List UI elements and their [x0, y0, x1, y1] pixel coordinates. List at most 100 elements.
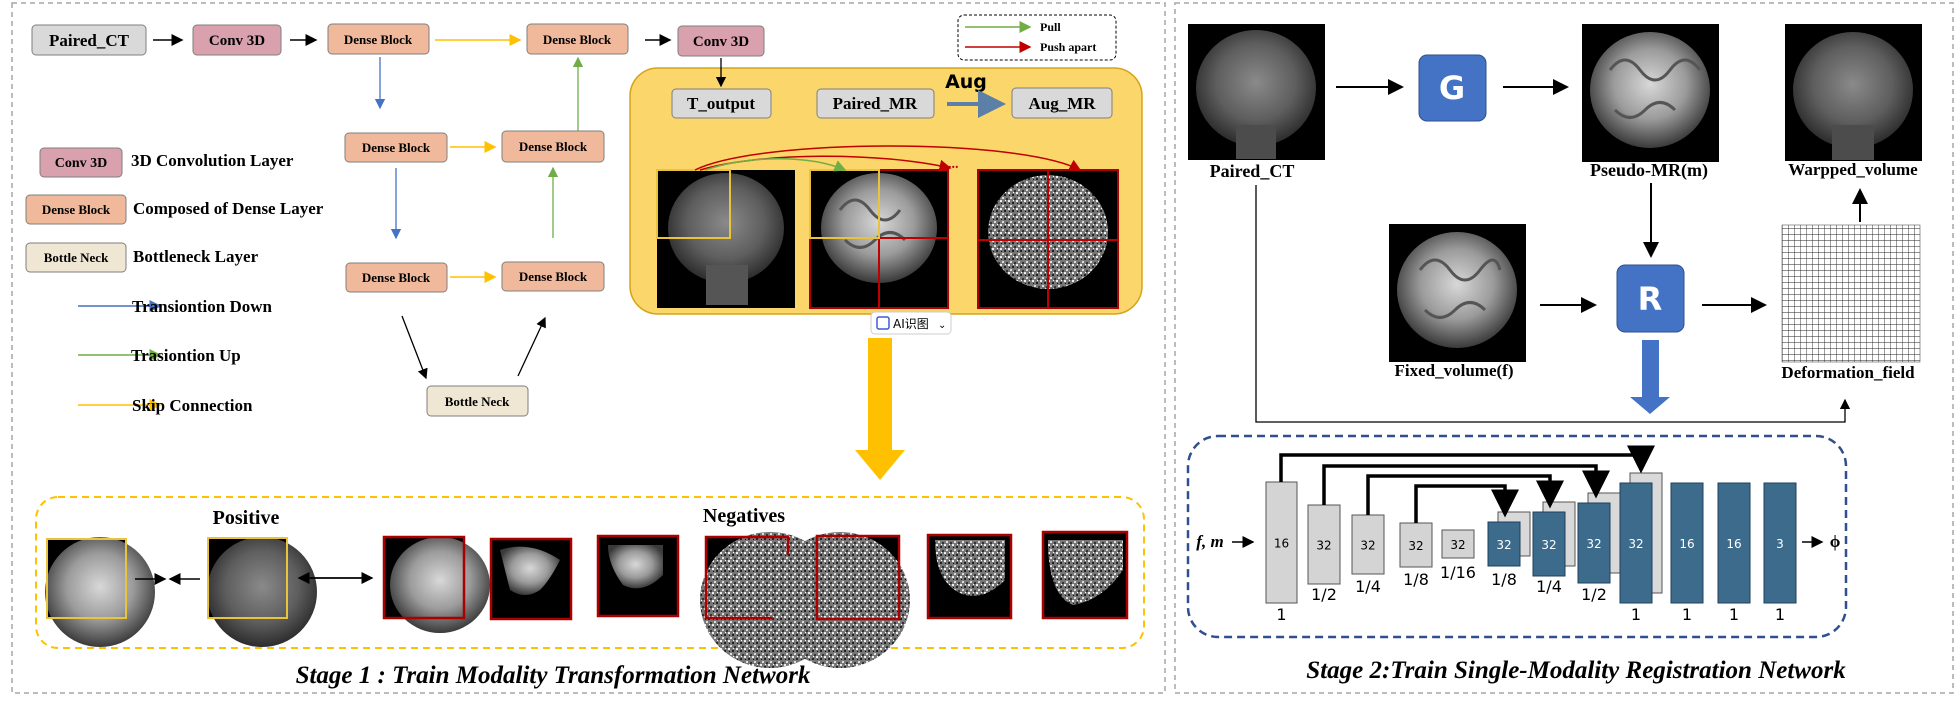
unet-scale-label: 1 — [1276, 605, 1286, 624]
warpped-volume-label: Warpped_volume — [1788, 160, 1918, 179]
legend-bottle-swatch-label: Bottle Neck — [44, 250, 109, 265]
unet-skip-connection — [1322, 464, 1610, 505]
ct-to-warp-path — [1255, 185, 1851, 423]
ai-scan-icon — [876, 316, 890, 330]
negative-patch-2 — [489, 537, 573, 621]
paired-mr-label: Paired_MR — [833, 94, 918, 113]
dense-block-5-label: Dense Block — [362, 270, 431, 285]
unet-channel-label: 32 — [1496, 538, 1511, 552]
unet-scale-label: 1 — [1682, 605, 1692, 624]
dense-block-6-label: Dense Block — [519, 269, 588, 284]
conv3d-box-2 — [677, 25, 765, 57]
arrow — [401, 315, 428, 380]
push-apart-label: Push apart — [1040, 40, 1096, 54]
unet-channel-label: 16 — [1679, 537, 1694, 551]
stage2-paired-ct-label: Paired_CT — [1210, 161, 1295, 181]
registration-label: R — [1638, 280, 1663, 318]
conv3d-label-2: Conv 3D — [693, 34, 749, 50]
negative-patch-6 — [926, 533, 1013, 620]
conv3d-label-1: Conv 3D — [209, 33, 265, 49]
unet-layer-block — [1577, 502, 1611, 584]
unet-channel-label: 32 — [1408, 539, 1423, 553]
unet-layer-block — [1307, 504, 1341, 585]
legend-dense-text: Composed of Dense Layer — [133, 199, 324, 218]
positive-label: Positive — [213, 507, 280, 529]
unet-scale-label: 1/8 — [1403, 570, 1429, 589]
legend-conv-swatch — [39, 147, 123, 178]
unet-channel-label: 32 — [1541, 538, 1556, 552]
stage1-paired-ct-box — [31, 24, 147, 56]
legend-dense-swatch-label: Dense Block — [42, 202, 111, 217]
aug-mr-box — [1011, 87, 1113, 119]
unet-channel-label: 32 — [1628, 537, 1643, 551]
dense-block-2-label: Dense Block — [543, 32, 612, 47]
unet-layer-block — [1532, 511, 1566, 577]
positive-mr-patch — [207, 537, 317, 647]
ct-brain-image — [656, 169, 795, 308]
unet-layer-block — [1717, 482, 1751, 604]
dense-block-4 — [501, 130, 605, 163]
unet-layer-block — [1670, 482, 1704, 604]
aug-mr-brain-image — [977, 169, 1119, 309]
dense-block-5 — [345, 262, 448, 293]
aug-mr-label: Aug_MR — [1028, 94, 1096, 113]
unet-input-label: f, m — [1196, 532, 1223, 551]
ai-image-button[interactable]: AI识图 ⌄ — [870, 311, 952, 335]
generator-label: G — [1439, 69, 1465, 107]
negative-patch-1 — [382, 535, 490, 633]
dense-block-3-label: Dense Block — [362, 140, 431, 155]
legend-conv-swatch-label: Conv 3D — [55, 156, 108, 171]
negative-patch-7 — [1041, 530, 1129, 620]
registration-node — [1616, 264, 1685, 333]
legend-bottle-text: Bottleneck Layer — [133, 247, 259, 266]
unet-channel-label: 32 — [1450, 538, 1465, 552]
deformation-field-label: Deformation_field — [1781, 363, 1915, 382]
unet-skip-connection — [1366, 474, 1564, 515]
unet-channel-label: 32 — [1316, 539, 1331, 553]
unet-layer-block — [1619, 482, 1653, 604]
negative-patch-5 — [770, 532, 910, 668]
mr-brain-image — [809, 169, 949, 309]
legend-dense-swatch — [25, 194, 127, 225]
unet-channel-label: 3 — [1776, 537, 1784, 551]
stage1-paired-ct-label: Paired_CT — [49, 31, 130, 50]
legend-up-text: Trasiontion Up — [131, 346, 241, 365]
deformation-field-image — [1781, 224, 1921, 363]
bottle-neck-label: Bottle Neck — [445, 394, 510, 409]
t-output-label: T_output — [687, 94, 755, 113]
stage1-title: Stage 1 : Train Modality Transformation … — [296, 662, 811, 689]
unet-layer-block — [1441, 529, 1475, 559]
unet-layer-block — [1265, 481, 1298, 604]
legend-skip-text: Skip Connection — [132, 396, 253, 415]
unet-scale-label: 1/4 — [1536, 577, 1562, 596]
unet-scale-label: 1/2 — [1581, 585, 1607, 604]
chevron-down-icon: ⌄ — [938, 320, 946, 331]
unet-channel-label: 32 — [1586, 537, 1601, 551]
push-apart-arc — [694, 145, 1082, 171]
unet-scale-label: 1 — [1631, 605, 1641, 624]
unet-scale-label: 1/2 — [1311, 585, 1337, 604]
unet-channel-label: 16 — [1726, 537, 1741, 551]
positive-ct-patch — [45, 537, 155, 647]
pseudo-mr-label: Pseudo-MR(m) — [1590, 160, 1708, 181]
ellipsis-label: ... — [948, 157, 959, 172]
unet-scale-label: 1 — [1775, 605, 1785, 624]
negatives-label: Negatives — [703, 505, 785, 527]
unet-channel-label: 32 — [1360, 539, 1375, 553]
unet-scale-label: 1 — [1729, 605, 1739, 624]
paired-mr-box — [816, 88, 935, 119]
unet-layers: 161321/2321/4321/8321/16321/8321/4321/23… — [1265, 445, 1797, 624]
legend-down-text: Transiontion Down — [132, 297, 273, 316]
aug-label: Aug — [945, 71, 987, 93]
conv3d-box-1 — [192, 24, 282, 56]
contrastive-pairs-box — [35, 496, 1145, 649]
unet-layer-block — [1487, 521, 1521, 567]
dense-block-2 — [526, 23, 629, 55]
arrow — [517, 316, 546, 377]
unet-output-label: ϕ — [1830, 532, 1841, 551]
pull-label: Pull — [1040, 20, 1061, 34]
warpped-volume-image — [1785, 24, 1922, 161]
legend-bottle-swatch — [25, 242, 127, 273]
generator-node — [1418, 54, 1487, 122]
dense-block-1-label: Dense Block — [344, 32, 413, 47]
